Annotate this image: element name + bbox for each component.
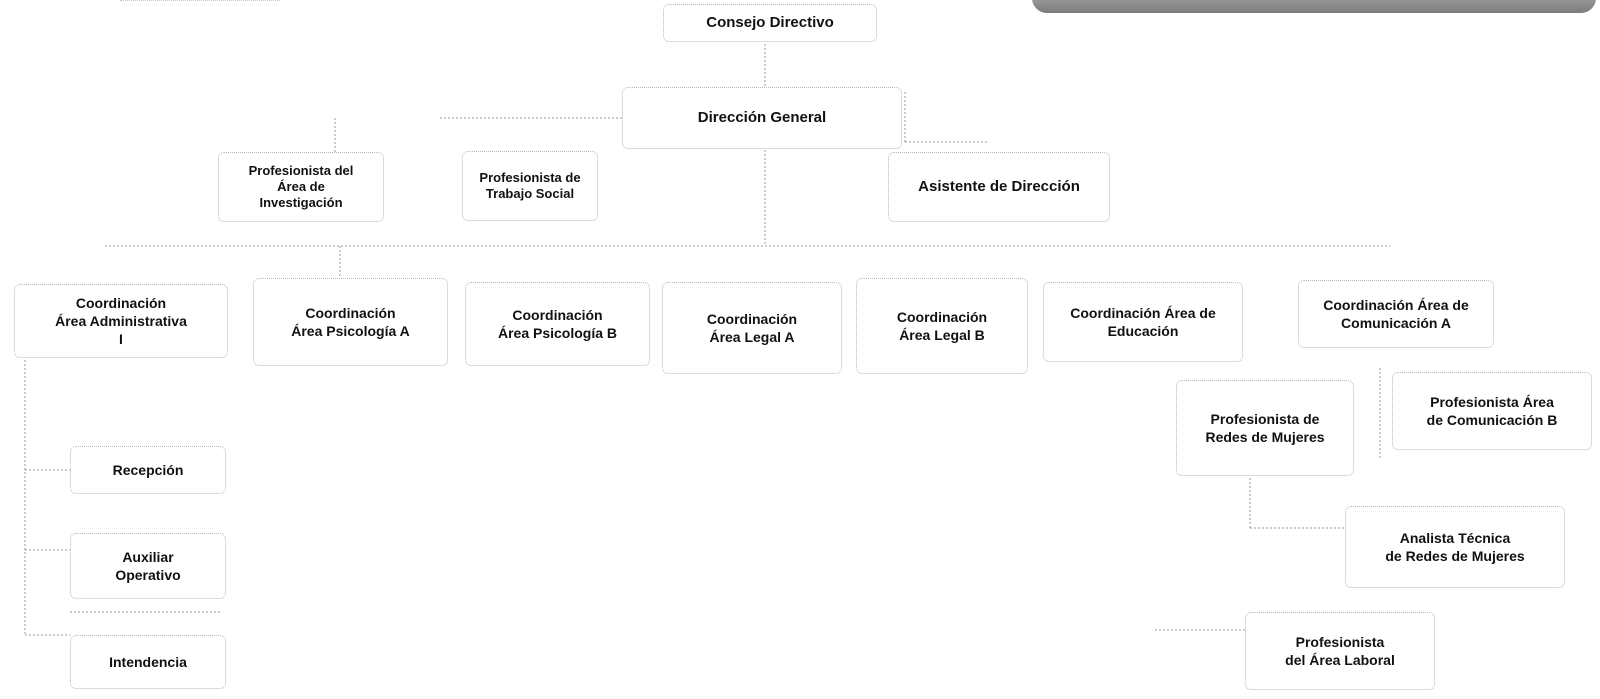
node-coordinacion-psicologia-a: Coordinación Área Psicología A (253, 278, 448, 366)
node-coordinacion-administrativa: Coordinación Área Administrativa I (14, 284, 228, 358)
node-coordinacion-psicologia-b: Coordinación Área Psicología B (465, 282, 650, 366)
node-coordinacion-comunicacion-a: Coordinación Área de Comunicación A (1298, 280, 1494, 348)
node-label: Profesionista Área de Comunicación B (1426, 394, 1558, 428)
node-label: Consejo Directivo (706, 14, 834, 31)
node-label: Coordinación Área de Educación (1070, 305, 1216, 339)
node-label: Dirección General (697, 109, 827, 126)
node-label: Profesionista del Área de Investigación (248, 163, 354, 210)
node-label: Coordinación Área Psicología A (291, 305, 410, 339)
node-label: Profesionista de Trabajo Social (479, 170, 581, 201)
node-direccion-general: Dirección General (622, 87, 902, 149)
node-asistente-direccion: Asistente de Dirección (888, 152, 1110, 222)
header-decoration (1032, 0, 1596, 13)
node-profesionista-redes-mujeres: Profesionista de Redes de Mujeres (1176, 380, 1354, 476)
node-label: Intendencia (109, 654, 187, 670)
node-coordinacion-legal-a: Coordinación Área Legal A (662, 282, 842, 374)
node-label: Profesionista de Redes de Mujeres (1205, 411, 1325, 445)
node-label: Analista Técnica de Redes de Mujeres (1385, 530, 1525, 564)
node-label: Coordinación Área Legal A (706, 311, 798, 345)
node-label: Profesionista del Área Laboral (1285, 634, 1395, 668)
header-rule (120, 0, 280, 4)
node-auxiliar-operativo: Auxiliar Operativo (70, 533, 226, 599)
node-label: Auxiliar Operativo (115, 549, 181, 583)
node-label: Coordinación Área Legal B (896, 309, 988, 343)
node-label: Asistente de Dirección (918, 178, 1080, 195)
node-consejo-directivo: Consejo Directivo (663, 4, 877, 42)
node-label: Coordinación Área de Comunicación A (1323, 297, 1469, 331)
node-profesionista-investigacion: Profesionista del Área de Investigación (218, 152, 384, 222)
node-label: Coordinación Área Psicología B (497, 307, 618, 341)
node-profesionista-trabajo-social: Profesionista de Trabajo Social (462, 151, 598, 221)
node-recepcion: Recepción (70, 446, 226, 494)
node-analista-redes-mujeres: Analista Técnica de Redes de Mujeres (1345, 506, 1565, 588)
node-label: Recepción (112, 462, 184, 478)
node-coordinacion-educacion: Coordinación Área de Educación (1043, 282, 1243, 362)
node-coordinacion-legal-b: Coordinación Área Legal B (856, 278, 1028, 374)
node-profesionista-area-laboral: Profesionista del Área Laboral (1245, 612, 1435, 690)
node-profesionista-comunicacion-b: Profesionista Área de Comunicación B (1392, 372, 1592, 450)
node-intendencia: Intendencia (70, 635, 226, 689)
node-label: Coordinación Área Administrativa I (55, 295, 187, 347)
